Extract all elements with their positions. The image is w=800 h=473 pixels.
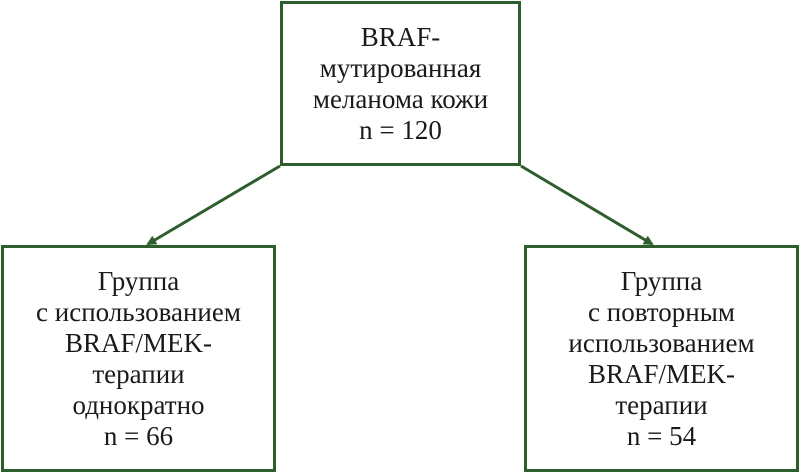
right-line-2: с повторным	[588, 296, 735, 327]
right-box-repeat-therapy-group: Группа с повторным использованием BRAF/M…	[524, 245, 799, 472]
right-line-1: Группа	[620, 265, 703, 296]
left-line-1: Группа	[97, 265, 180, 296]
left-line-4: терапии	[92, 358, 185, 389]
root-line-1: BRAF-	[360, 21, 441, 52]
root-line-2: мутированная	[319, 52, 482, 83]
root-count: n = 120	[359, 114, 442, 145]
left-line-5: однократно	[72, 389, 205, 420]
right-line-4: BRAF/MEK-	[587, 358, 736, 389]
root-box-braf-melanoma: BRAF- мутированная меланома кожи n = 120	[280, 1, 521, 166]
left-box-single-therapy-group: Группа с использованием BRAF/MEK- терапи…	[1, 245, 276, 472]
left-line-2: с использованием	[36, 296, 241, 327]
root-line-3: меланома кожи	[312, 83, 489, 114]
left-line-3: BRAF/MEK-	[64, 327, 213, 358]
arrow-to-left-group	[146, 164, 281, 246]
right-count: n = 54	[626, 420, 697, 451]
arrow-to-right-group	[520, 164, 654, 246]
right-line-5: терапии	[615, 389, 708, 420]
left-count: n = 66	[103, 420, 174, 451]
right-line-3: использованием	[568, 327, 755, 358]
